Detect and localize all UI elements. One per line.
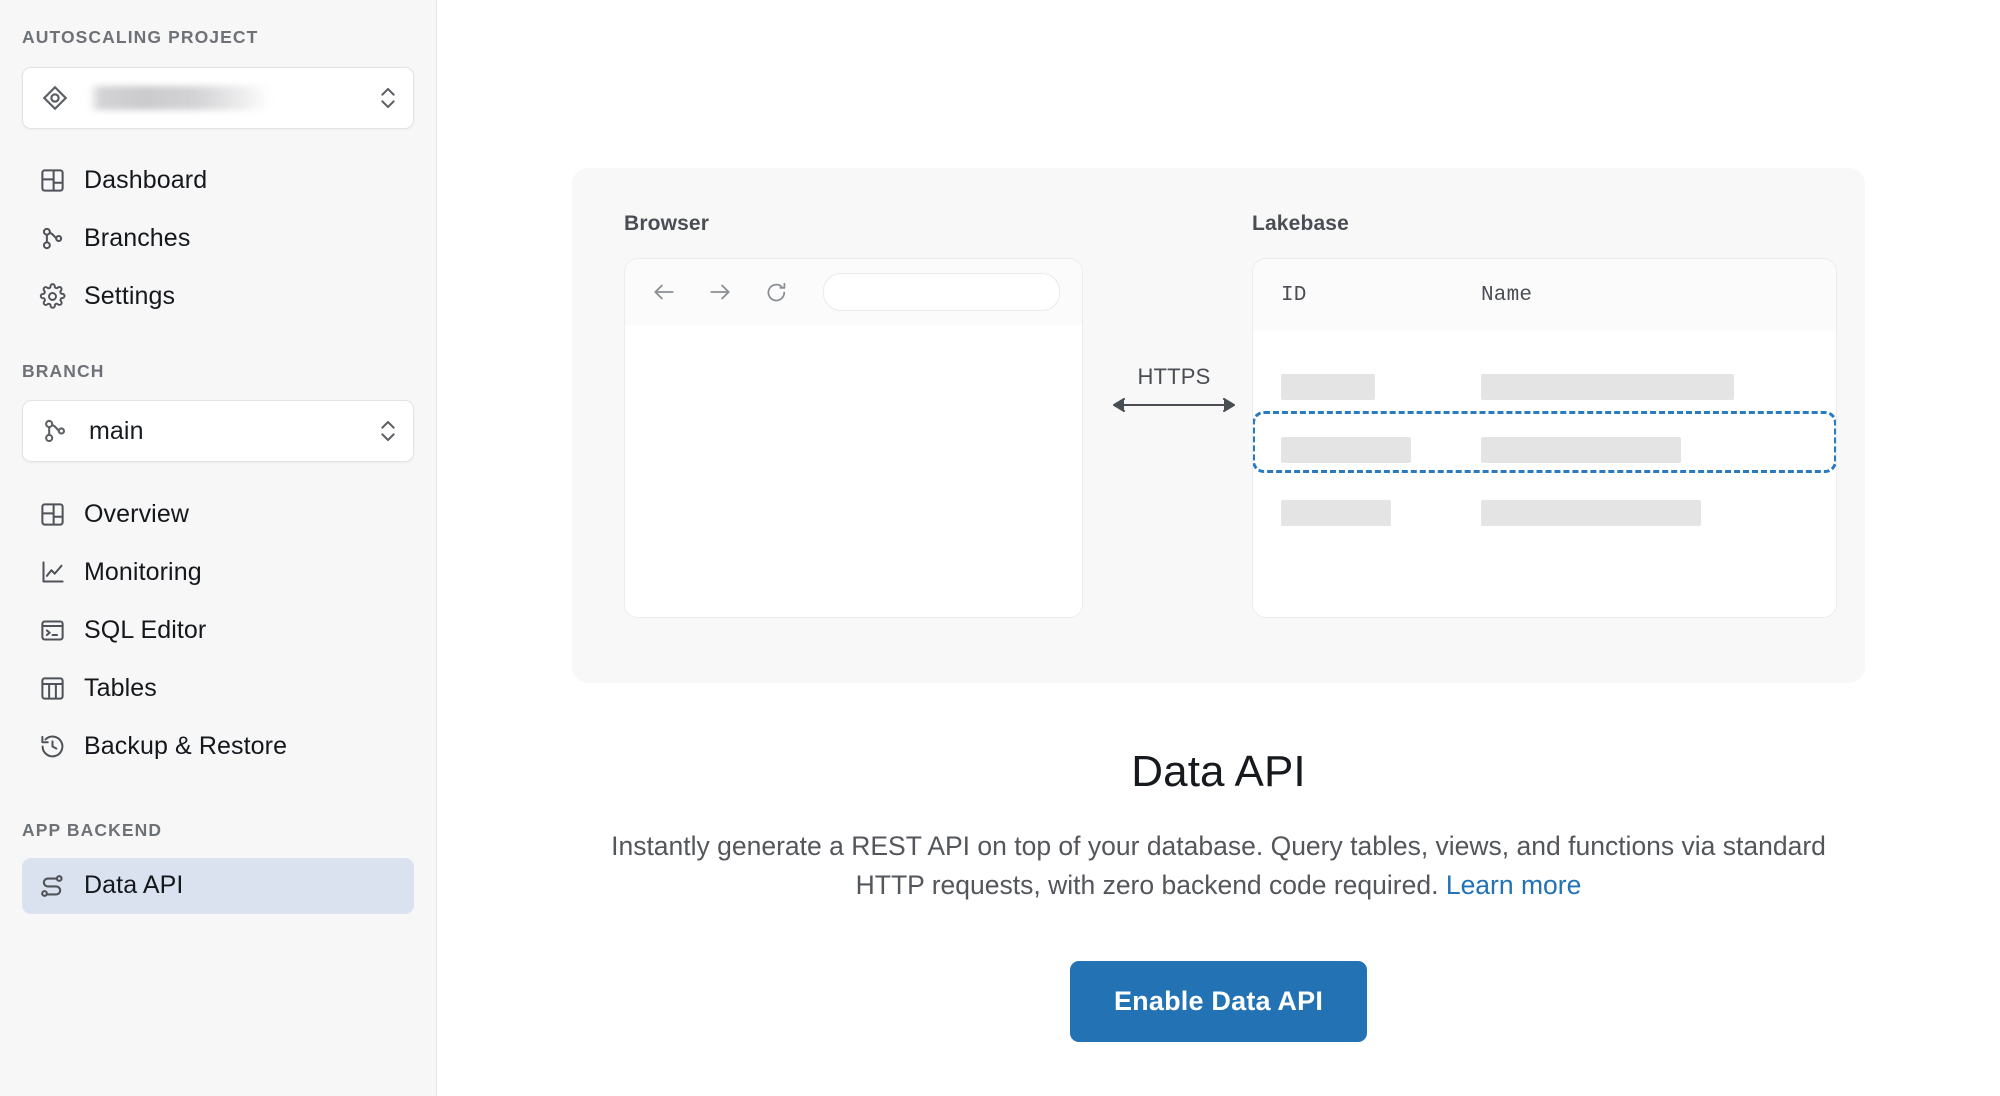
browser-viewport <box>625 325 1082 617</box>
sidebar-section-label-project: AUTOSCALING PROJECT <box>22 27 259 47</box>
branch-selector[interactable]: main <box>22 400 414 462</box>
sidebar-item-overview[interactable]: Overview <box>22 486 414 542</box>
browser-toolbar <box>625 259 1082 325</box>
table-cell-name-placeholder <box>1481 500 1701 526</box>
project-nav-list: Dashboard Branches <box>0 153 436 325</box>
layout-dashboard-icon <box>37 499 67 529</box>
sidebar-section-label-app-backend: APP BACKEND <box>22 820 163 840</box>
sidebar-item-label: Dashboard <box>84 166 208 194</box>
arrow-left-icon <box>649 277 679 307</box>
project-diamond-icon <box>41 84 69 112</box>
empty-state-panel: Browser <box>437 0 2000 1042</box>
learn-more-link[interactable]: Learn more <box>1445 869 1582 900</box>
sidebar-item-label: Settings <box>84 282 176 310</box>
app-backend-nav-list: Data API <box>0 857 436 914</box>
sidebar-item-label: Monitoring <box>84 557 202 586</box>
project-selector[interactable] <box>22 66 414 129</box>
sidebar-item-tables[interactable]: Tables <box>22 660 414 716</box>
table-cell-id-placeholder <box>1281 374 1375 400</box>
table-cell-name-placeholder <box>1481 437 1681 463</box>
git-branch-icon <box>41 417 69 445</box>
sidebar-item-data-api[interactable]: Data API <box>22 857 414 914</box>
project-name-blurred <box>89 85 271 110</box>
table-row <box>1253 419 1836 481</box>
chevron-up-down-icon[interactable] <box>377 81 399 115</box>
table-row <box>1253 481 1836 545</box>
sidebar-item-label: Backup & Restore <box>84 731 288 760</box>
lakebase-table-mock: ID Name <box>1252 258 1837 618</box>
data-api-illustration: Browser <box>572 168 1865 683</box>
sidebar-item-backup-restore[interactable]: Backup & Restore <box>22 718 414 774</box>
sidebar-section-label-branch: BRANCH <box>22 360 105 381</box>
browser-column-title: Browser <box>624 212 710 235</box>
table-column-header-name: Name <box>1481 283 1533 307</box>
browser-mock <box>624 258 1083 618</box>
table-row <box>1253 355 1836 419</box>
enable-data-api-button[interactable]: Enable Data API <box>1069 960 1368 1042</box>
sidebar-item-label: Data API <box>84 871 184 899</box>
reload-icon <box>761 277 791 307</box>
arrow-right-icon <box>705 277 735 307</box>
https-connector: HTTPS <box>1100 364 1248 421</box>
layout-dashboard-icon <box>37 166 67 196</box>
illustration-lakebase-column: Lakebase ID Name <box>1252 212 1837 618</box>
project-name-value <box>69 85 377 110</box>
sidebar-item-label: SQL Editor <box>84 615 207 644</box>
sidebar-item-label: Overview <box>84 499 189 528</box>
branch-name-value: main <box>89 416 144 445</box>
line-chart-icon <box>37 557 67 587</box>
table-cell-name-placeholder <box>1481 374 1734 400</box>
sidebar-item-dashboard[interactable]: Dashboard <box>22 153 414 209</box>
double-headed-arrow-icon <box>1100 397 1248 420</box>
sidebar-item-branches[interactable]: Branches <box>22 211 414 267</box>
sidebar-item-sql-editor[interactable]: SQL Editor <box>22 602 414 658</box>
terminal-window-icon <box>37 615 67 645</box>
table-body <box>1253 331 1836 545</box>
branch-nav-list: Overview Monitoring <box>0 486 436 774</box>
table-columns-icon <box>37 673 67 703</box>
history-clock-icon <box>37 731 67 761</box>
main-content: Browser <box>437 0 2000 1096</box>
cta-container: Enable Data API <box>437 960 2000 1042</box>
browser-url-bar[interactable] <box>823 273 1060 311</box>
https-label: HTTPS <box>1137 364 1211 389</box>
table-column-header-id: ID <box>1281 283 1307 307</box>
route-s-icon <box>37 871 67 901</box>
git-branch-icon <box>37 224 67 254</box>
sidebar: AUTOSCALING PROJECT <box>0 0 437 1096</box>
page-description: Instantly generate a REST API on top of … <box>585 827 1853 905</box>
table-header-row: ID Name <box>1253 259 1836 331</box>
illustration-browser-column: Browser <box>624 212 1083 618</box>
sidebar-item-settings[interactable]: Settings <box>22 269 414 325</box>
sidebar-item-label: Tables <box>84 673 157 702</box>
spacer <box>0 327 436 363</box>
sidebar-item-monitoring[interactable]: Monitoring <box>22 544 414 600</box>
page-description-text: Instantly generate a REST API on top of … <box>611 831 1826 900</box>
sidebar-item-label: Branches <box>84 224 191 252</box>
branch-name-wrap: main <box>69 417 377 446</box>
table-cell-id-placeholder <box>1281 437 1411 463</box>
chevron-up-down-icon[interactable] <box>377 414 399 448</box>
spacer <box>0 776 436 822</box>
page-title: Data API <box>1131 747 1306 796</box>
table-cell-id-placeholder <box>1281 500 1391 526</box>
lakebase-column-title: Lakebase <box>1252 212 1349 235</box>
gear-icon <box>37 282 67 312</box>
